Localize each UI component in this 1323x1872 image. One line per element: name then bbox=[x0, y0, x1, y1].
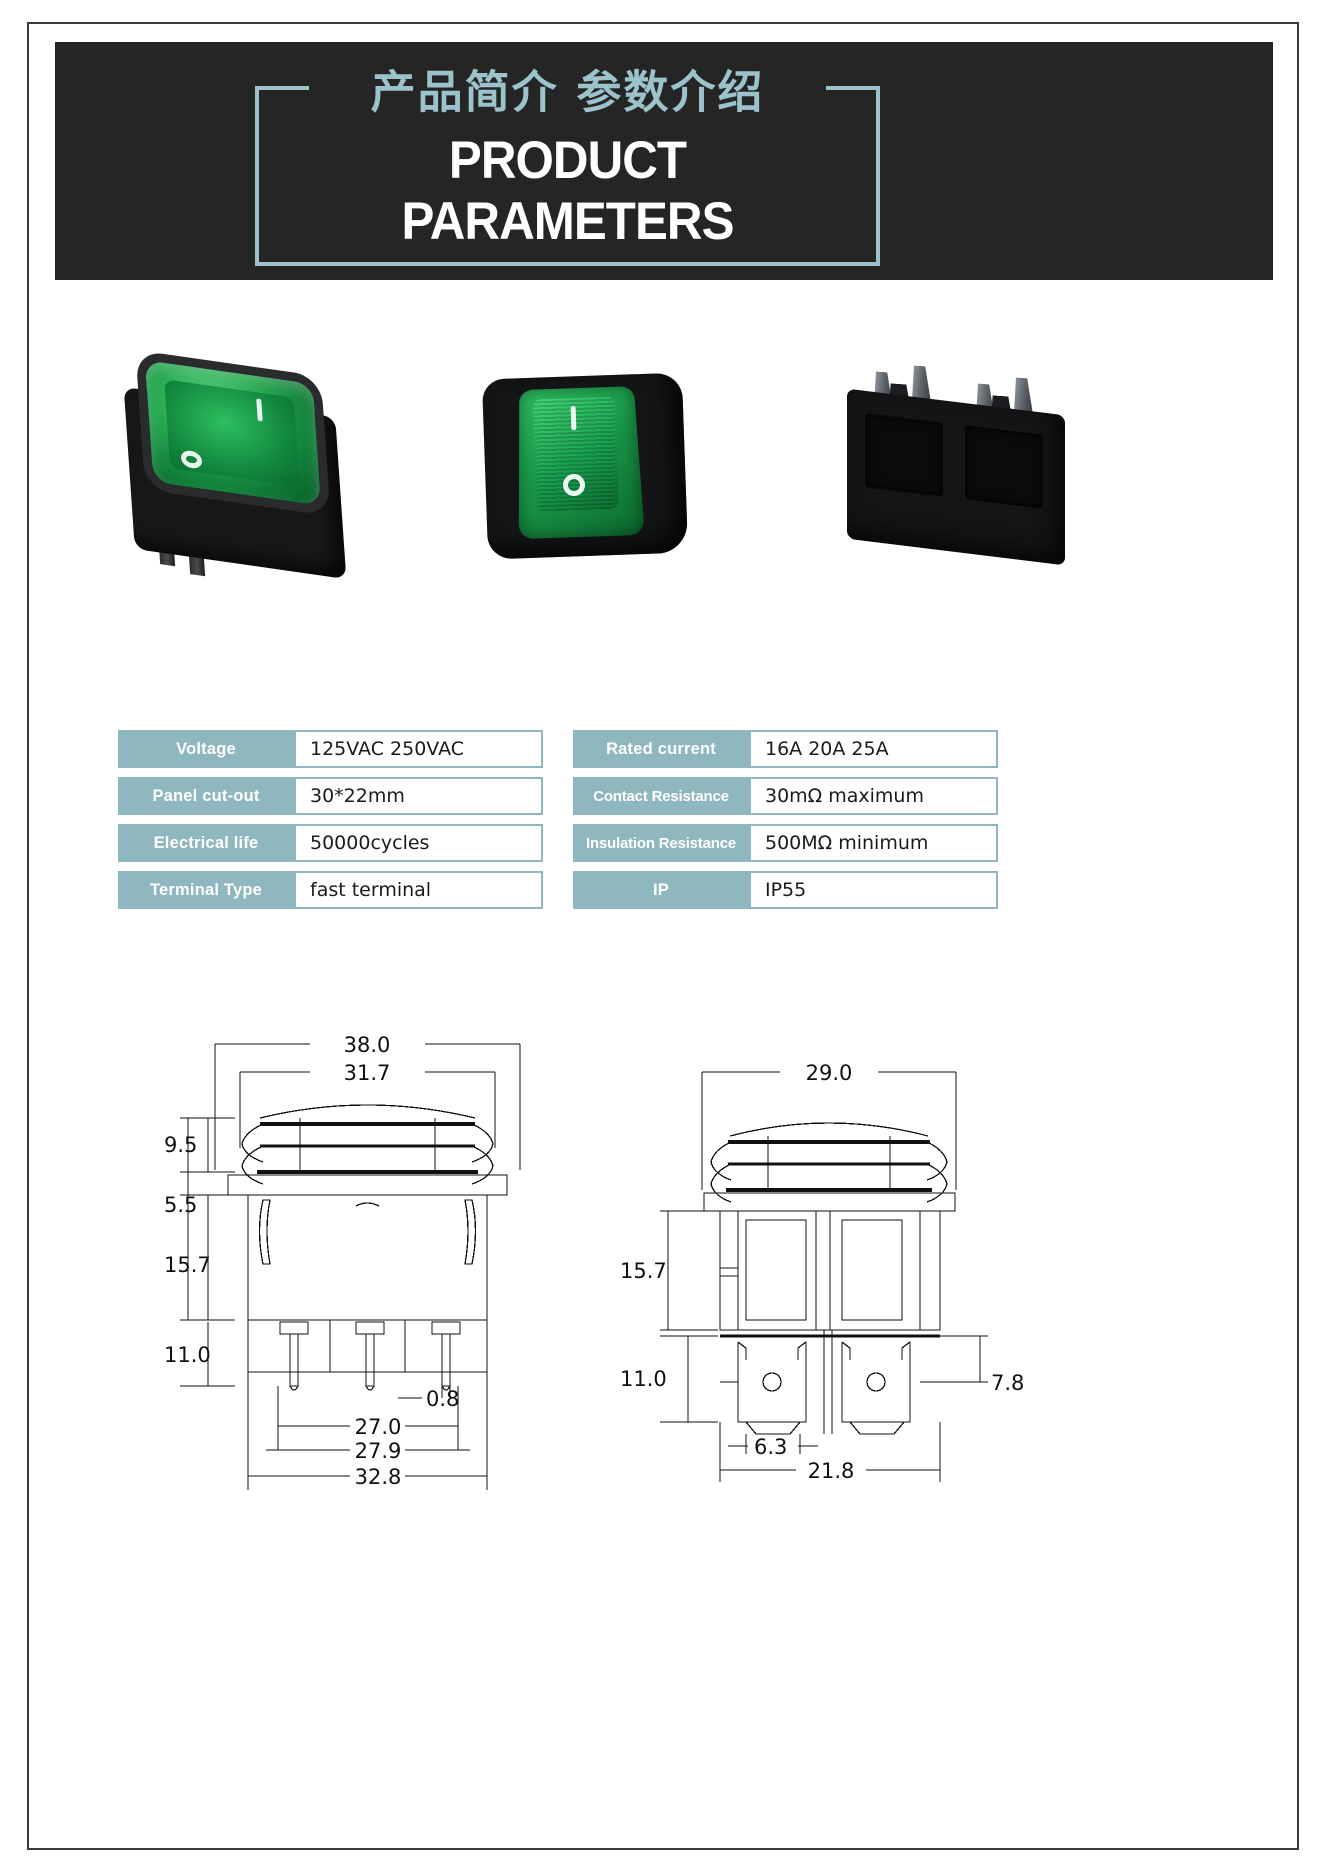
spec-row: Rated current 16A 20A 25A bbox=[573, 730, 998, 768]
spec-value-voltage: 125VAC 250VAC bbox=[294, 730, 543, 768]
dim-overall-width: 38.0 bbox=[344, 1033, 391, 1057]
spec-column-right: Rated current 16A 20A 25A Contact Resist… bbox=[573, 730, 998, 918]
spec-value-electrical-life: 50000cycles bbox=[294, 824, 543, 862]
technical-drawings: 38.0 31.7 9.5 5.5 15.7 11.0 0.8 27.0 27.… bbox=[60, 1020, 1265, 1540]
spec-label-rated-current: Rated current bbox=[573, 730, 749, 768]
spec-label-contact-resistance: Contact Resistance bbox=[573, 777, 749, 815]
front-elevation-drawing: 38.0 31.7 9.5 5.5 15.7 11.0 0.8 27.0 27.… bbox=[164, 1033, 521, 1490]
product-photo-front bbox=[115, 355, 395, 615]
dim-bezel-width: 31.7 bbox=[344, 1061, 391, 1085]
dim-terminal-thickness: 0.8 bbox=[426, 1387, 459, 1411]
sheet-border bbox=[27, 22, 1299, 1850]
dim-flange-height: 5.5 bbox=[164, 1193, 197, 1217]
header-chinese-title: 产品简介 参数介绍 bbox=[255, 65, 880, 119]
marking-on-icon bbox=[570, 405, 577, 431]
dim-terminal-height: 11.0 bbox=[164, 1343, 211, 1367]
dim-bezel-height: 9.5 bbox=[164, 1133, 197, 1157]
spec-row: Electrical life 50000cycles bbox=[118, 824, 543, 862]
header-frame bbox=[255, 86, 880, 266]
spec-label-voltage: Voltage bbox=[118, 730, 294, 768]
dim-terminal-height: 11.0 bbox=[620, 1367, 667, 1391]
spec-label-terminal-type: Terminal Type bbox=[118, 871, 294, 909]
dim-panel-width-b: 27.9 bbox=[355, 1439, 402, 1463]
spec-row: Voltage 125VAC 250VAC bbox=[118, 730, 543, 768]
dim-body-height: 15.7 bbox=[620, 1259, 667, 1283]
spec-row: Contact Resistance 30mΩ maximum bbox=[573, 777, 998, 815]
side-elevation-drawing: 29.0 15.7 11.0 7.8 6.3 21.8 bbox=[620, 1061, 1024, 1483]
header-banner: 产品简介 参数介绍 PRODUCT PARAMETERS bbox=[55, 42, 1273, 280]
spec-row: Insulation Resistance 500MΩ minimum bbox=[573, 824, 998, 862]
terminal-cavity bbox=[965, 425, 1043, 509]
spec-value-insulation-resistance: 500MΩ minimum bbox=[749, 824, 998, 862]
spec-value-panel-cut-out: 30*22mm bbox=[294, 777, 543, 815]
spec-row: Panel cut-out 30*22mm bbox=[118, 777, 543, 815]
dim-terminal-offset: 7.8 bbox=[991, 1371, 1024, 1395]
dim-panel-width-a: 27.0 bbox=[355, 1415, 402, 1439]
spec-value-contact-resistance: 30mΩ maximum bbox=[749, 777, 998, 815]
spec-label-panel-cut-out: Panel cut-out bbox=[118, 777, 294, 815]
product-photo-rear bbox=[825, 340, 1105, 600]
spec-label-insulation-resistance: Insulation Resistance bbox=[573, 824, 749, 862]
header-chinese-title-text: 产品简介 参数介绍 bbox=[356, 65, 779, 119]
spec-row: IP IP55 bbox=[573, 871, 998, 909]
header-english-title: PRODUCT PARAMETERS bbox=[401, 131, 734, 251]
spec-label-ip: IP bbox=[573, 871, 749, 909]
dim-base-depth: 21.8 bbox=[808, 1459, 855, 1483]
spec-value-rated-current: 16A 20A 25A bbox=[749, 730, 998, 768]
dim-base-width: 32.8 bbox=[355, 1465, 402, 1489]
spec-value-ip: IP55 bbox=[749, 871, 998, 909]
dim-overall-depth: 29.0 bbox=[806, 1061, 853, 1085]
product-photo-top bbox=[475, 350, 755, 610]
product-photo-row bbox=[60, 330, 1265, 630]
dim-body-height: 15.7 bbox=[164, 1253, 211, 1277]
spec-row: Terminal Type fast terminal bbox=[118, 871, 543, 909]
spec-value-terminal-type: fast terminal bbox=[294, 871, 543, 909]
dim-terminal-width: 6.3 bbox=[754, 1435, 787, 1459]
spec-label-electrical-life: Electrical life bbox=[118, 824, 294, 862]
terminal-cavity bbox=[865, 413, 943, 497]
spec-column-left: Voltage 125VAC 250VAC Panel cut-out 30*2… bbox=[118, 730, 543, 918]
